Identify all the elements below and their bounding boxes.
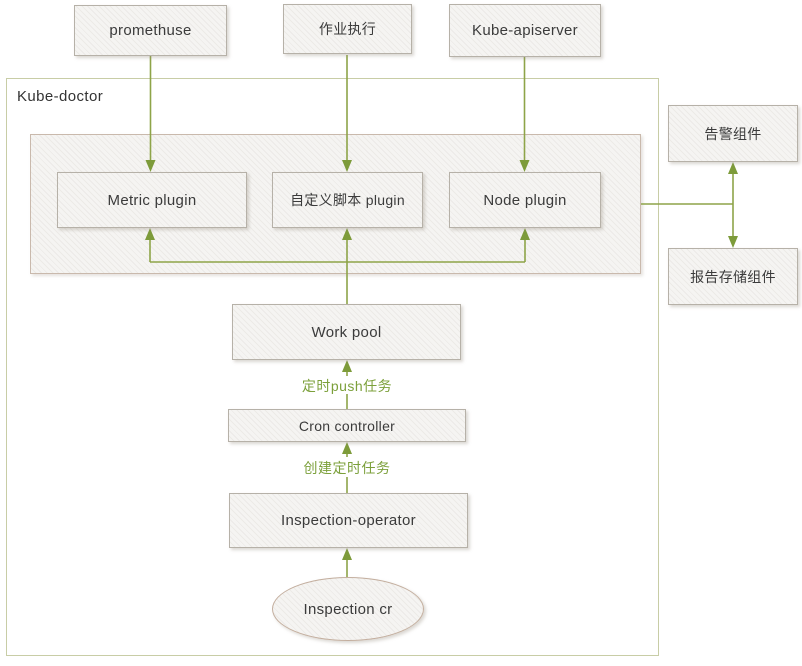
edge-label-push-task: 定时push任务 [301, 378, 393, 394]
node-alert-component: 告警组件 [668, 105, 798, 162]
node-promethuse: promethuse [74, 5, 227, 56]
edge-label-create-task: 创建定时任务 [303, 460, 391, 476]
node-kube-apiserver: Kube-apiserver [449, 4, 601, 57]
node-inspection-operator: Inspection-operator [229, 493, 468, 548]
node-custom-script-plugin: 自定义脚本 plugin [272, 172, 423, 228]
node-inspection-cr: Inspection cr [272, 577, 424, 641]
node-metric-plugin: Metric plugin [57, 172, 247, 228]
node-node-plugin: Node plugin [449, 172, 601, 228]
node-cron-controller: Cron controller [228, 409, 466, 442]
node-job-exec: 作业执行 [283, 4, 412, 54]
node-report-storage-component: 报告存储组件 [668, 248, 798, 305]
node-work-pool: Work pool [232, 304, 461, 360]
kube-doctor-label: Kube-doctor [17, 88, 104, 105]
